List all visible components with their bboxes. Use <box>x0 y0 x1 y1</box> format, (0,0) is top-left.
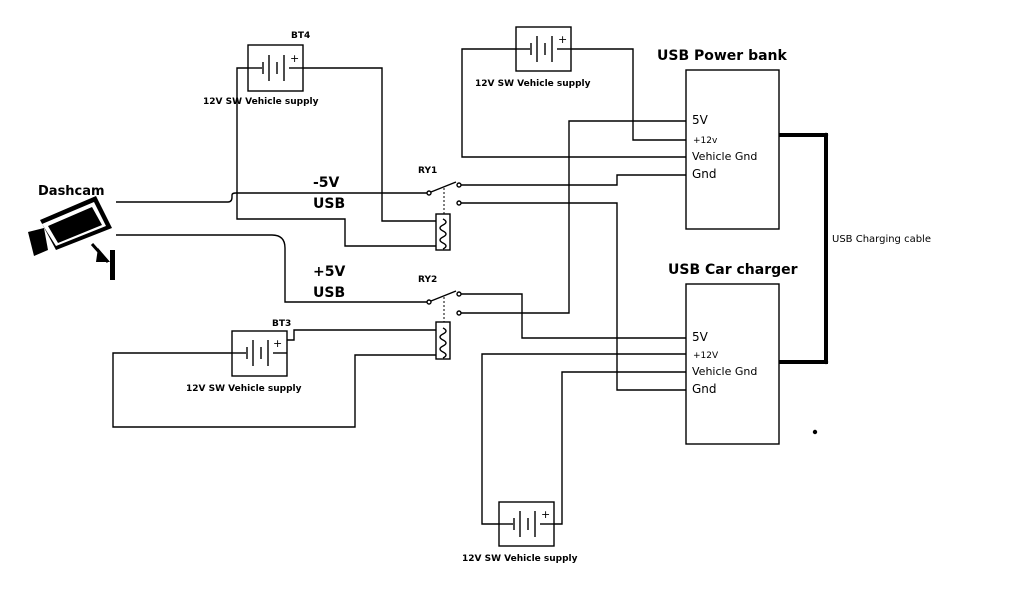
car-charger-pin-gnd: Gnd <box>692 382 717 396</box>
ry2-label: RY2 <box>418 275 437 285</box>
battery-bt3-icon <box>231 330 288 377</box>
bottom-battery-plus: + <box>541 508 550 521</box>
neg5v-label: -5V <box>313 175 340 191</box>
power-bank-pin-12v: +12v <box>693 136 718 146</box>
bt3-plus: + <box>273 337 282 350</box>
bt4-ref-label: BT4 <box>291 31 310 41</box>
power-bank-box <box>685 69 780 230</box>
ry1-label: RY1 <box>418 166 437 176</box>
bt4-supply-label: 12V SW Vehicle supply <box>203 97 319 107</box>
usb-charging-cable-label: USB Charging cable <box>832 234 931 245</box>
bt4-plus: + <box>290 52 299 65</box>
battery-bt4-icon <box>247 44 304 92</box>
stray-dot <box>812 429 818 435</box>
bt3-supply-label: 12V SW Vehicle supply <box>186 384 302 394</box>
top-supply-label: 12V SW Vehicle supply <box>475 79 591 89</box>
battery-bottom-icon <box>498 501 555 547</box>
power-bank-pin-vehicle-gnd: Vehicle Gnd <box>692 150 757 163</box>
car-charger-box <box>685 283 780 445</box>
car-charger-pin-12v: +12V <box>693 351 719 361</box>
bottom-supply-label: 12V SW Vehicle supply <box>462 554 578 564</box>
relay-ry1 <box>426 181 462 251</box>
car-charger-pin-5v: 5V <box>692 330 709 344</box>
dashcam-label: Dashcam <box>38 184 105 199</box>
dashcam-icon <box>28 196 115 280</box>
bt3-ref-label: BT3 <box>272 319 291 329</box>
usb-top-label: USB <box>313 196 345 212</box>
power-bank-pin-5v: 5V <box>692 113 709 127</box>
power-bank-title: USB Power bank <box>657 48 788 64</box>
top-battery-plus: + <box>558 33 567 46</box>
pos5v-label: +5V <box>313 264 345 280</box>
usb-bottom-label: USB <box>313 285 345 301</box>
car-charger-title: USB Car charger <box>668 262 798 278</box>
battery-top-icon <box>515 26 572 72</box>
power-bank-pin-gnd: Gnd <box>692 167 717 181</box>
relay-ry2 <box>426 290 462 360</box>
wires <box>112 48 829 525</box>
car-charger-pin-vehicle-gnd: Vehicle Gnd <box>692 365 757 378</box>
